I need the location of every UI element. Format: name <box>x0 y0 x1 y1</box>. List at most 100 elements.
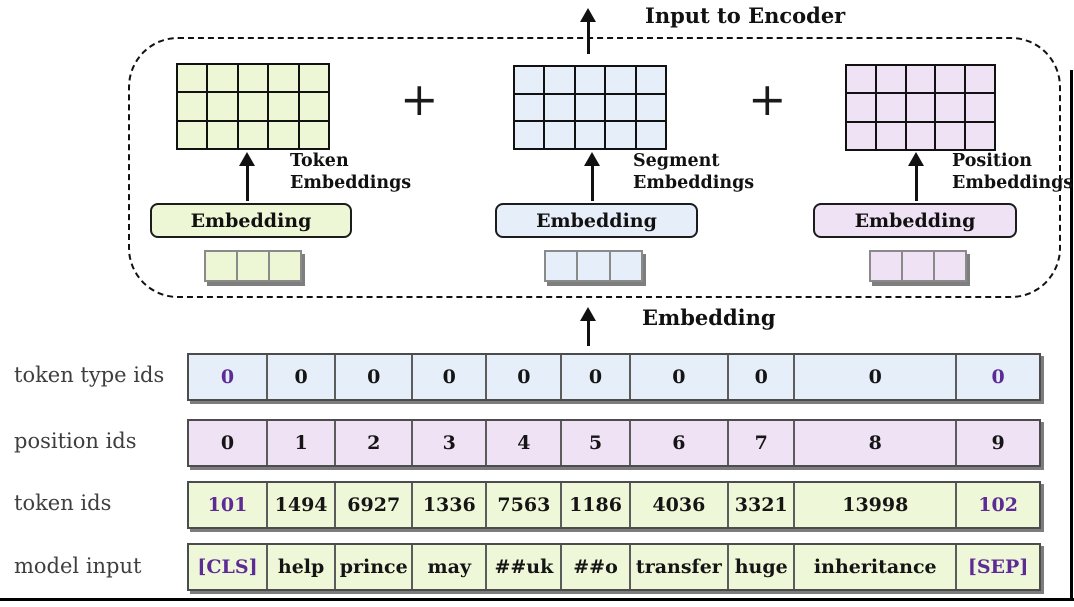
grid-cell <box>876 94 905 121</box>
grid-cell <box>906 122 935 149</box>
grid-cell <box>208 65 237 92</box>
token-type-ids-cell: 0 <box>955 355 1039 399</box>
token-ids-cell: 1186 <box>560 483 628 527</box>
token-type-ids-cell: 0 <box>727 355 793 399</box>
position-embeddings-label: Position Embeddings <box>952 150 1073 194</box>
grid-cell <box>606 94 635 121</box>
grid-cell <box>269 65 298 92</box>
token-type-ids-label: token type ids <box>14 363 165 387</box>
token-type-ids-cell: 0 <box>793 355 955 399</box>
model-input-cell: inheritance <box>793 545 955 589</box>
segment-input-strip <box>544 250 643 282</box>
position-ids-cell: 4 <box>485 421 560 465</box>
position-embeddings-grid <box>845 64 996 151</box>
token-ids-cell: 6927 <box>334 483 411 527</box>
model-input-label: model input <box>14 554 142 578</box>
grid-cell <box>876 122 905 149</box>
position-ids-cell: 5 <box>560 421 628 465</box>
plus-sign-2: + <box>748 72 787 126</box>
token-ids-cell: 3321 <box>727 483 793 527</box>
strip-cell <box>871 252 901 280</box>
position-label-line1: Position <box>952 151 1032 171</box>
grid-cell <box>936 94 965 121</box>
token-ids-cell: 4036 <box>628 483 727 527</box>
embedding-caption: Embedding <box>642 305 776 330</box>
grid-cell <box>545 94 574 121</box>
strip-cell <box>546 252 576 280</box>
grid-cell <box>636 94 665 121</box>
position-up-arrow-icon <box>908 152 924 201</box>
grid-cell <box>269 93 298 120</box>
grid-cell <box>208 121 237 148</box>
token-ids-cell: 1336 <box>411 483 485 527</box>
strip-cell <box>608 252 641 280</box>
token-type-ids-cell: 0 <box>334 355 411 399</box>
segment-up-arrow-icon <box>584 152 600 201</box>
grid-cell <box>515 67 544 93</box>
grid-cell <box>575 122 605 148</box>
grid-cell <box>847 122 875 149</box>
grid-cell <box>238 93 268 120</box>
grid-cell <box>606 67 635 93</box>
token-ids-label: token ids <box>14 491 112 515</box>
plus-sign-1: + <box>400 72 439 126</box>
grid-cell <box>936 66 965 93</box>
grid-cell <box>178 65 207 92</box>
position-ids-cell: 2 <box>334 421 411 465</box>
grid-cell <box>966 122 994 149</box>
token-embeddings-grid <box>176 63 330 150</box>
token-ids-cell: 102 <box>955 483 1039 527</box>
position-ids-cell: 9 <box>955 421 1039 465</box>
token-label-line2: Embeddings <box>290 173 412 193</box>
grid-cell <box>299 93 328 120</box>
grid-cell <box>269 121 298 148</box>
token-type-ids-cell: 0 <box>485 355 560 399</box>
token-label-line1: Token <box>290 151 349 171</box>
grid-cell <box>876 66 905 93</box>
segment-embeddings-grid <box>513 65 667 150</box>
grid-cell <box>636 122 665 148</box>
token-type-ids-cell: 0 <box>220 366 235 388</box>
frame-bottom-line <box>0 598 1074 601</box>
position-label-line2: Embeddings <box>952 173 1074 193</box>
token-ids-cell: 7563 <box>485 483 560 527</box>
segment-embeddings-label: Segment Embeddings <box>633 150 754 194</box>
model-input-cell: ##uk <box>485 545 560 589</box>
token-ids-cell: 13998 <box>793 483 955 527</box>
token-input-strip <box>204 250 302 282</box>
segment-embedding-button: Embedding <box>495 203 698 238</box>
grid-cell <box>575 94 605 121</box>
position-embedding-button: Embedding <box>813 203 1017 238</box>
grid-cell <box>906 66 935 93</box>
grid-cell <box>299 121 328 148</box>
segment-label-line1: Segment <box>633 151 720 171</box>
model-input-cell: ##o <box>560 545 628 589</box>
grid-cell <box>515 122 544 148</box>
position-input-strip <box>869 250 967 282</box>
grid-cell <box>966 94 994 121</box>
grid-cell <box>847 94 875 121</box>
token-ids-cell: 101 <box>207 494 248 516</box>
position-ids-cell: 0 <box>220 432 235 454</box>
frame-right-line <box>1070 70 1073 601</box>
grid-cell <box>847 66 875 93</box>
model-input-cell: help <box>265 545 334 589</box>
model-input-cell: transfer <box>628 545 727 589</box>
grid-cell <box>545 122 574 148</box>
token-type-ids-cell: 0 <box>265 355 334 399</box>
position-ids-label: position ids <box>14 429 137 453</box>
strip-cell <box>268 252 300 280</box>
grid-cell <box>178 121 207 148</box>
position-ids-cell: 8 <box>793 421 955 465</box>
grid-cell <box>545 67 574 93</box>
token-up-arrow-icon <box>239 152 255 201</box>
token-type-ids-cell: 0 <box>560 355 628 399</box>
input-to-encoder-arrow-icon <box>580 8 596 54</box>
grid-cell <box>515 94 544 121</box>
token-type-ids-cell: 0 <box>628 355 727 399</box>
grid-cell <box>238 65 268 92</box>
strip-cell <box>933 252 965 280</box>
